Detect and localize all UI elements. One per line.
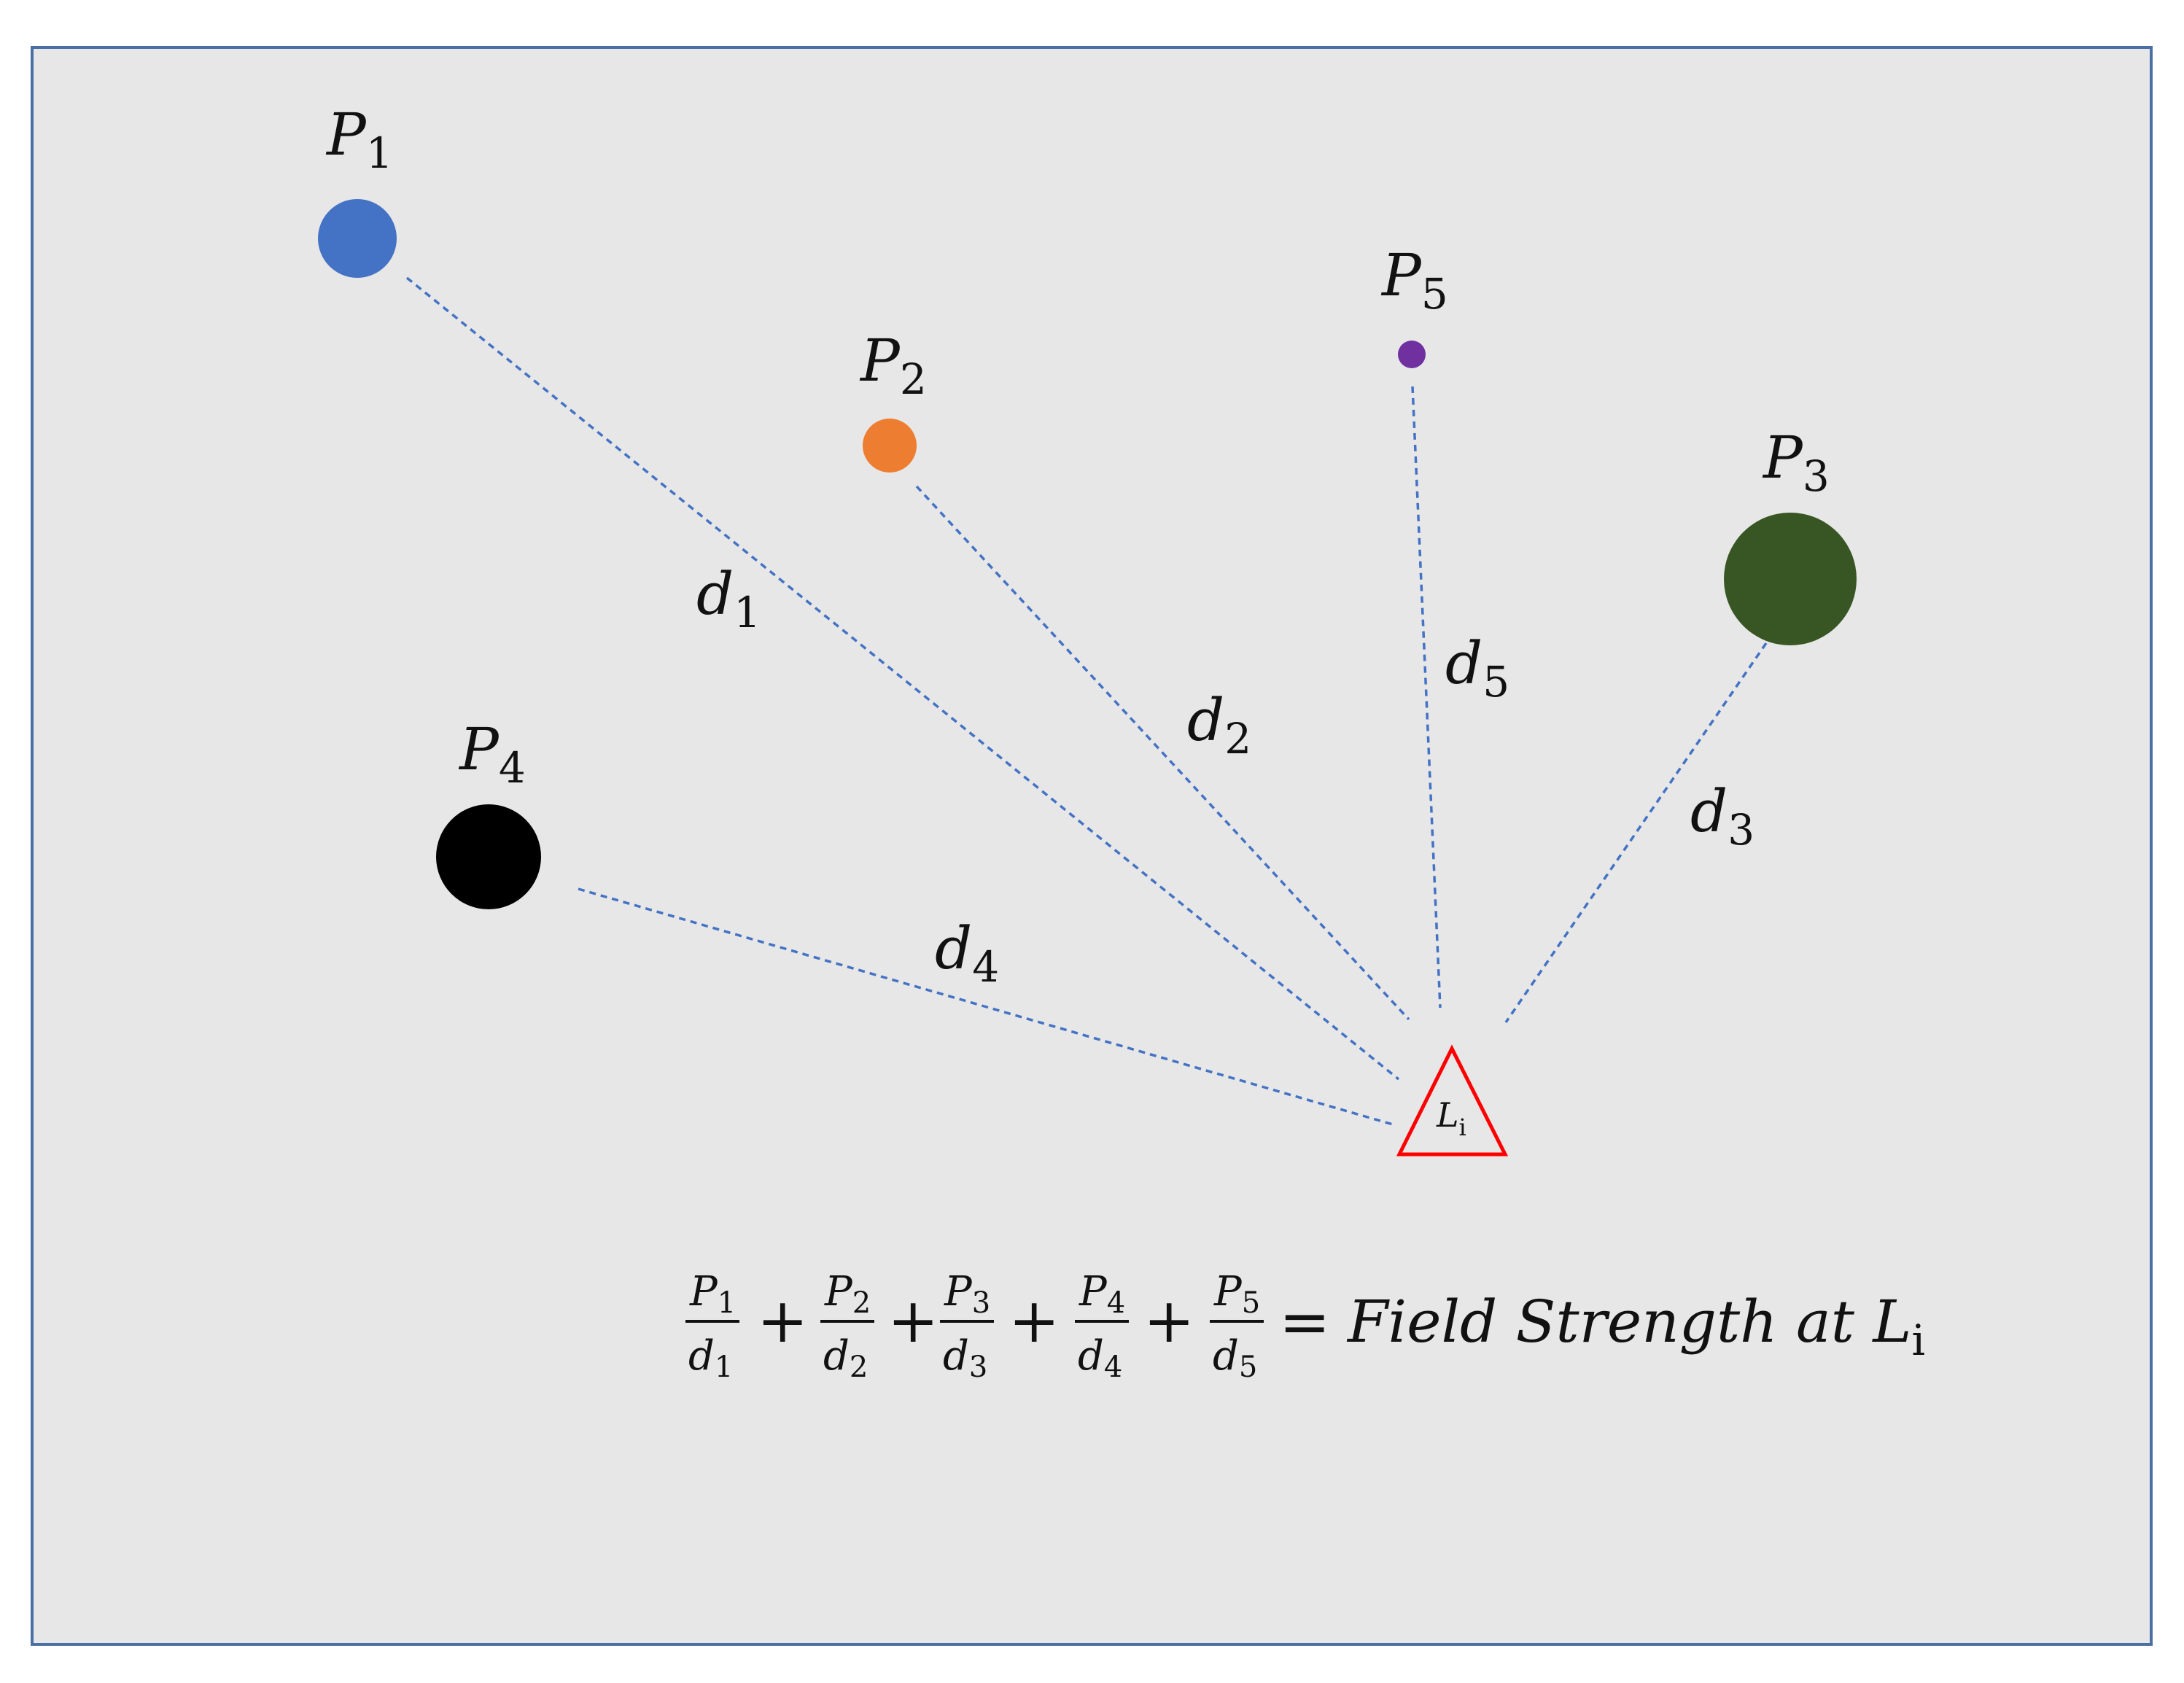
formula-term5-denominator: d5 — [1213, 1332, 1257, 1384]
line-d2 — [915, 485, 1410, 1021]
distance-d5-label: d5 — [1445, 629, 1509, 707]
point-p2-dot — [863, 419, 917, 473]
distance-d4-label: d4 — [935, 914, 999, 992]
formula-plus-2: + — [887, 1285, 939, 1356]
formula-term1-numerator: P1 — [689, 1268, 736, 1320]
point-p3-label: P3 — [1762, 424, 1830, 501]
point-p2-label: P2 — [859, 327, 927, 404]
diagram-panel — [31, 46, 2153, 1646]
point-p4-label: P4 — [458, 715, 526, 793]
line-d1 — [405, 276, 1400, 1081]
point-p5-label: P5 — [1380, 241, 1448, 319]
formula-term4-numerator: P4 — [1079, 1268, 1125, 1320]
formula-equals: = — [1279, 1286, 1330, 1358]
formula-term2-denominator: d2 — [823, 1332, 868, 1384]
formula-term3-denominator: d3 — [943, 1332, 987, 1384]
point-p3-dot — [1724, 513, 1857, 645]
point-p5-dot — [1398, 341, 1426, 368]
point-p4-dot — [436, 804, 541, 909]
point-p1-label: P1 — [325, 101, 393, 178]
distance-lines — [405, 276, 1768, 1126]
point-p1-dot — [318, 199, 397, 278]
field-strength-formula: P1 d1 + P2 d2 + P3 d3 + P4 d4 — [685, 1268, 1925, 1384]
formula-term4-denominator: d4 — [1078, 1332, 1122, 1384]
formula-plus-1: + — [757, 1285, 808, 1356]
formula-plus-3: + — [1009, 1285, 1060, 1356]
formula-term3-numerator: P3 — [944, 1268, 990, 1320]
line-d5 — [1411, 386, 1442, 1008]
formula-term2-numerator: P2 — [824, 1268, 871, 1320]
formula-term5-numerator: P5 — [1213, 1268, 1260, 1320]
target-label: Li — [1436, 1095, 1466, 1141]
target-triangle-icon — [1396, 1044, 1509, 1157]
formula-plus-4: + — [1143, 1285, 1194, 1356]
formula-term1-denominator: d1 — [688, 1332, 733, 1384]
distance-d2-label: d2 — [1187, 686, 1251, 763]
distance-d1-label: d1 — [696, 560, 761, 637]
formula-result: Field Strength at Li — [1346, 1288, 1925, 1365]
distance-d3-label: d3 — [1690, 777, 1754, 855]
line-d4 — [578, 887, 1394, 1126]
